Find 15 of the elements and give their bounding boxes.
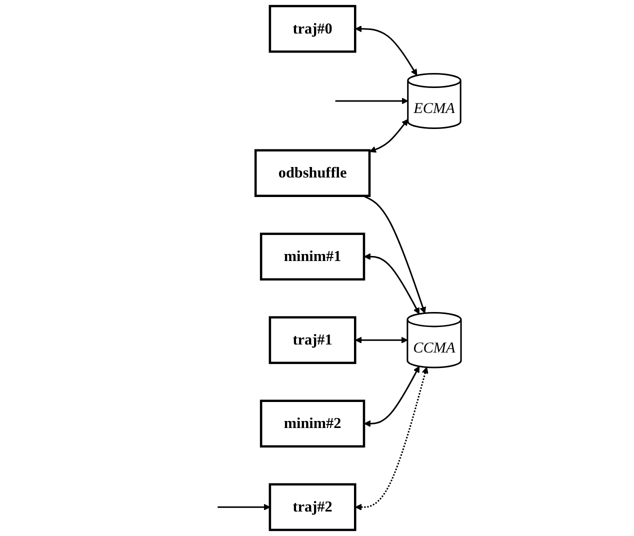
arrow [363,195,426,314]
arrow [356,26,418,76]
arrow [356,366,429,510]
node-box: minim#1 [260,232,366,281]
arrow [364,253,420,314]
arrow [364,366,420,427]
arrow [370,119,409,153]
node-box: traj#0 [269,4,357,53]
arrow [218,504,271,510]
node-box: traj#2 [269,483,357,532]
node-box: traj#1 [269,316,357,364]
node-box: minim#2 [260,400,366,448]
arrow [336,98,409,104]
node-box: odbshuffle [254,149,372,197]
arrow [356,336,408,344]
